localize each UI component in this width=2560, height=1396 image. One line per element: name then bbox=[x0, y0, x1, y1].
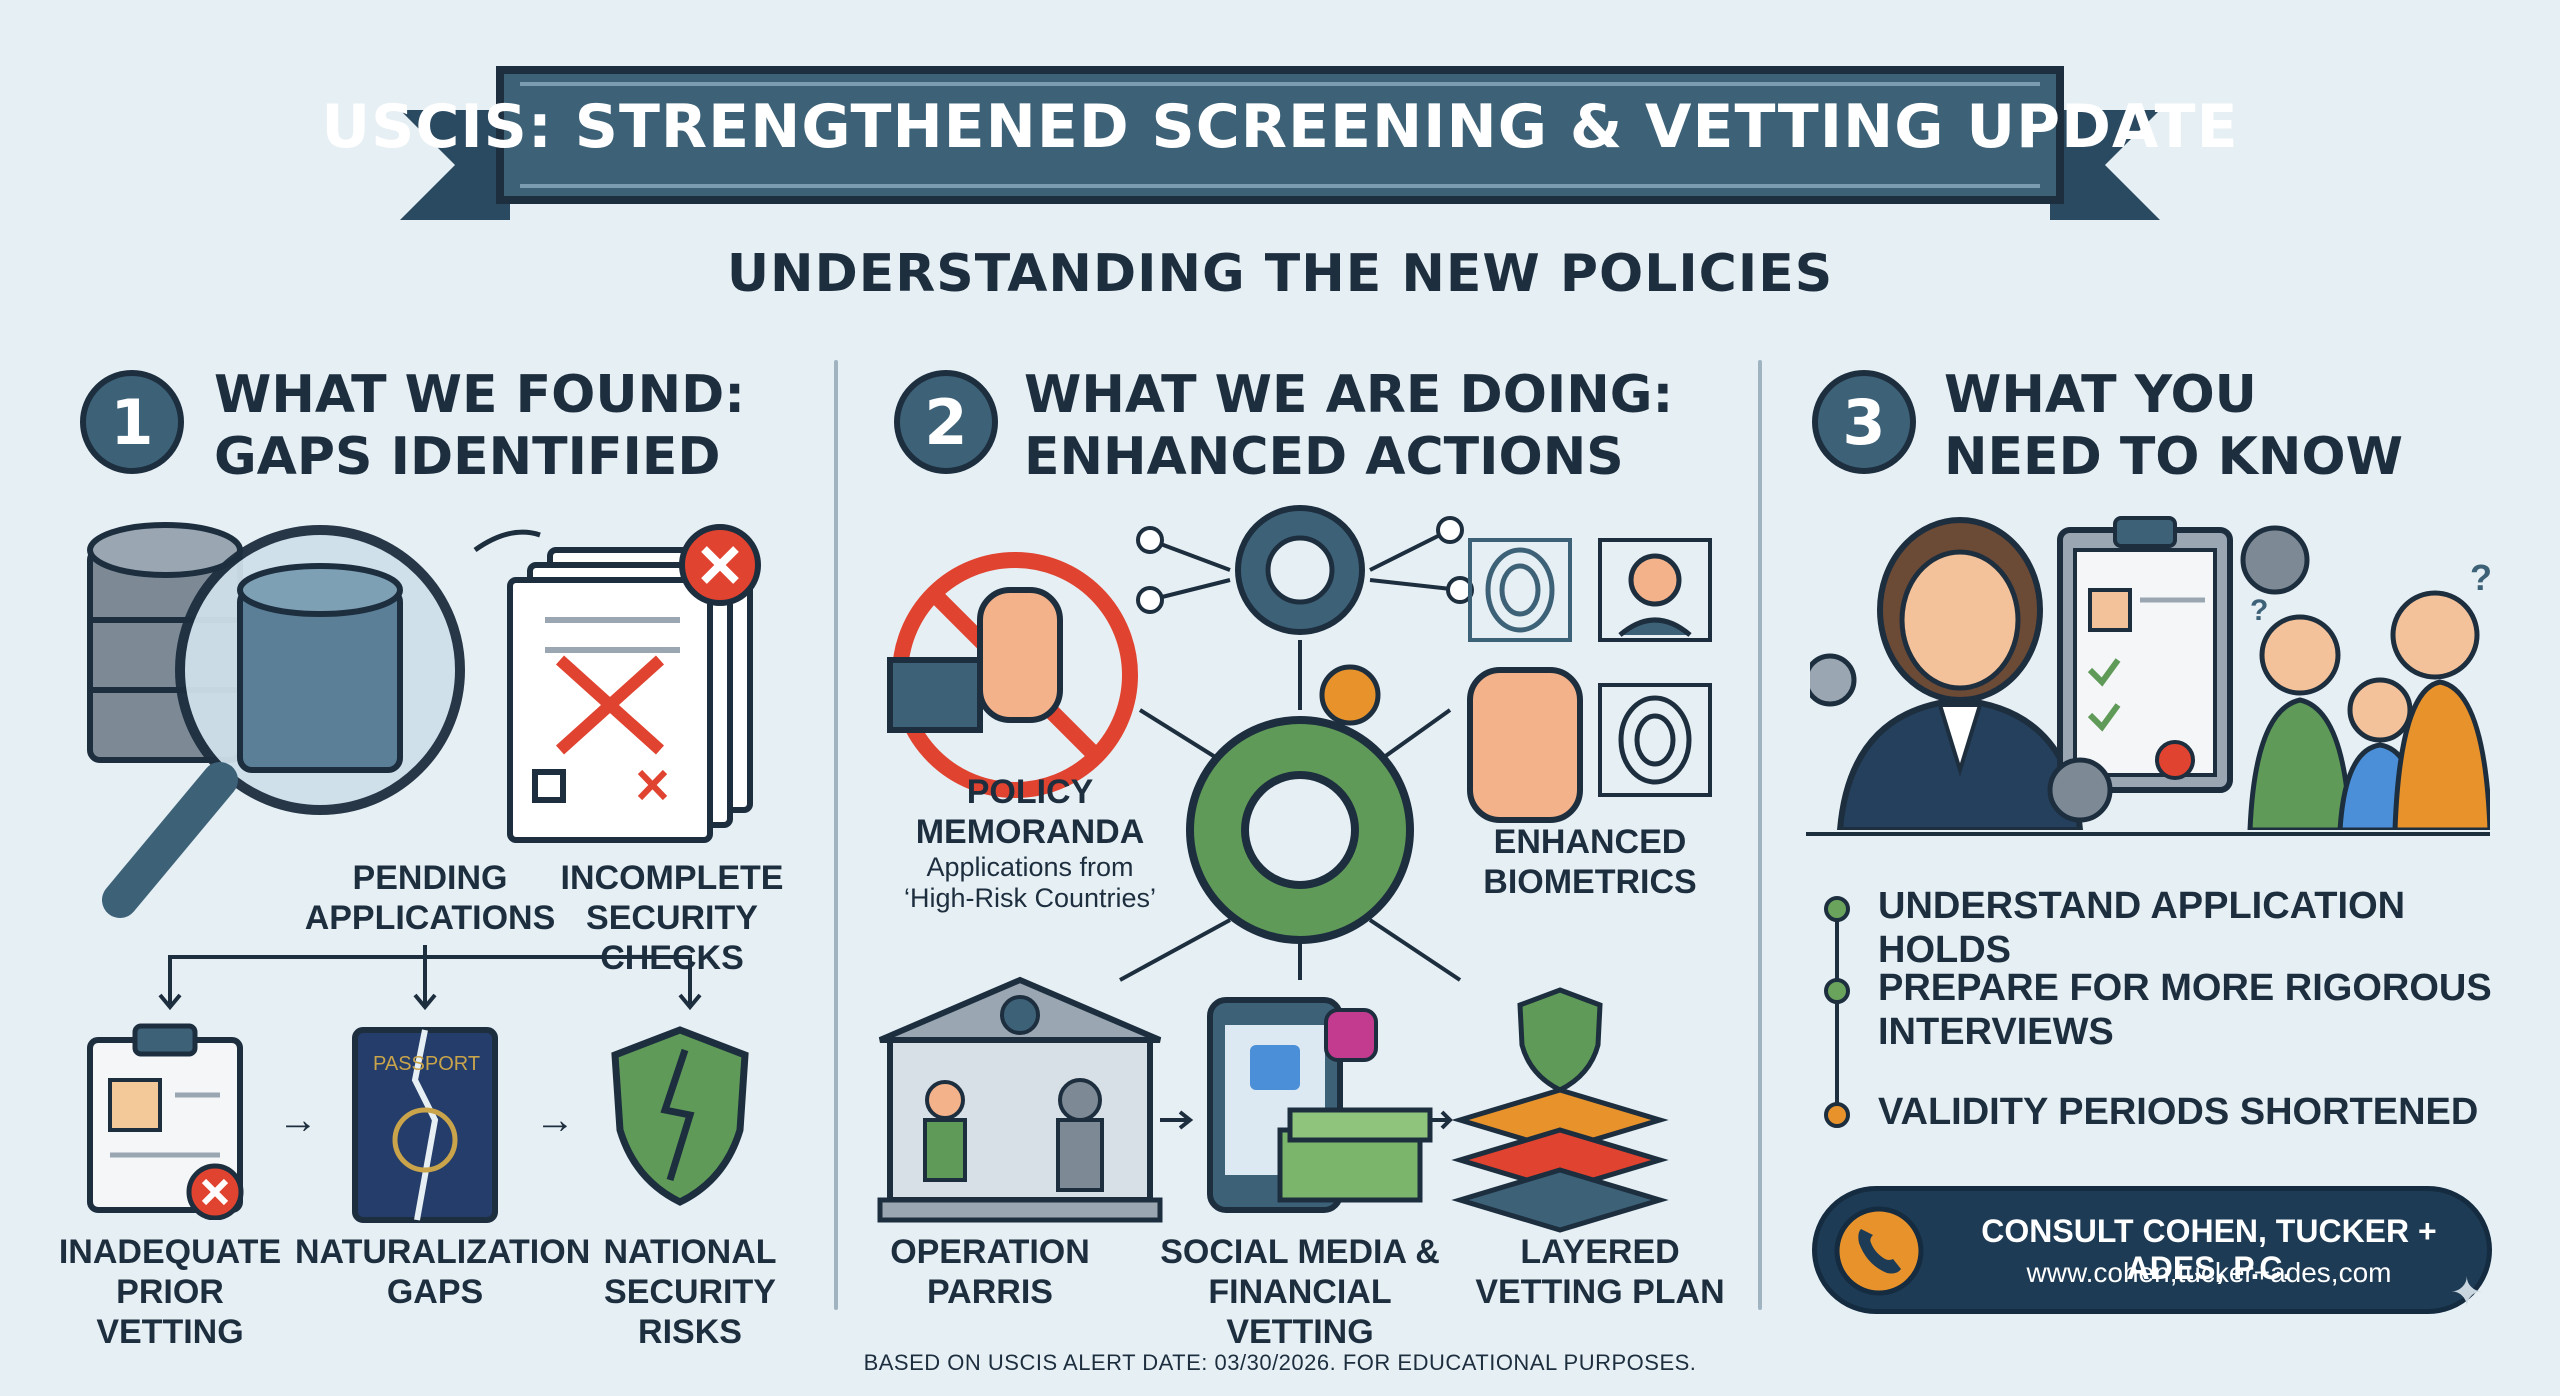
branch-arrows bbox=[158, 945, 702, 1011]
bullet-timeline-line bbox=[1835, 905, 1839, 1125]
section-2-number: 2 bbox=[894, 370, 998, 474]
central-gear-icon bbox=[1186, 716, 1414, 944]
family-icon bbox=[2247, 590, 2490, 830]
gear-icon bbox=[2047, 757, 2113, 823]
advisor-family-illustration: ? ? bbox=[1810, 516, 2490, 830]
face-id-icon bbox=[1598, 538, 1712, 642]
small-gear-icon bbox=[1319, 664, 1381, 726]
question-mark-icon: ? bbox=[2250, 594, 2268, 627]
banner-title: USCIS: STRENGTHENED SCREENING & VETTING … bbox=[321, 92, 2239, 162]
broken-shield-icon bbox=[611, 1026, 749, 1206]
database-magnifier-illustration bbox=[87, 522, 761, 918]
column-divider-2 bbox=[1758, 360, 1762, 1310]
passport-icon: PASSPORT bbox=[352, 1027, 498, 1223]
item-pending-applications: PENDING APPLICATIONS bbox=[304, 859, 556, 937]
item-enhanced-biometrics: ENHANCED BIOMETRICS bbox=[1483, 823, 1697, 901]
bullet-dot-green bbox=[1824, 896, 1850, 922]
network-gear-icon bbox=[1136, 505, 1474, 635]
instagram-icon bbox=[1324, 1008, 1378, 1062]
fingerprint-icon bbox=[1598, 683, 1712, 797]
item-social-media-financial-vetting: SOCIAL MEDIA & FINANCIAL VETTING bbox=[1160, 1233, 1440, 1351]
svg-text:PASSPORT: PASSPORT bbox=[373, 1053, 480, 1075]
item-operation-parris: OPERATION PARRIS bbox=[890, 1233, 1090, 1311]
connector-arrows bbox=[1119, 640, 1462, 982]
fingerprint-icon bbox=[1468, 538, 1572, 642]
government-building-icon bbox=[877, 976, 1163, 1223]
banner-subtitle: UNDERSTANDING THE NEW POLICIES bbox=[726, 244, 1834, 304]
item-policy-memoranda: POLICY MEMORANDA Applications from ‘High… bbox=[903, 773, 1157, 913]
item-inadequate-prior-vetting: INADEQUATE PRIOR VETTING bbox=[58, 1233, 282, 1351]
item-incomplete-security-checks: INCOMPLETE SECURITY CHECKS bbox=[560, 859, 784, 977]
bullet-application-holds: UNDERSTAND APPLICATION HOLDS bbox=[1824, 884, 2504, 972]
consult-banner[interactable]: CONSULT COHEN, TUCKER + ADES, P.C. www.c… bbox=[1812, 1186, 2492, 1314]
documents-icon bbox=[507, 547, 753, 843]
column-divider-1 bbox=[834, 360, 838, 1310]
item-national-security-risks: NATIONAL SECURITY RISKS bbox=[603, 1233, 777, 1351]
gear-icon bbox=[2240, 525, 2310, 595]
section-1-number: 1 bbox=[80, 370, 184, 474]
hand-scan-icon bbox=[1467, 667, 1583, 823]
illustration-baseline bbox=[1806, 832, 2490, 836]
section-3-heading: WHAT YOU NEED TO KNOW bbox=[1944, 365, 2403, 487]
clipboard-checklist-icon bbox=[2057, 516, 2233, 793]
question-mark-icon: ? bbox=[2470, 557, 2490, 598]
bullet-validity-periods: VALIDITY PERIODS SHORTENED bbox=[1824, 1090, 2504, 1134]
item-naturalization-gaps: NATURALIZATION GAPS bbox=[295, 1233, 591, 1311]
red-x-icon bbox=[679, 524, 761, 606]
bullet-dot-orange bbox=[1824, 1102, 1850, 1128]
clipboard-icon bbox=[87, 1023, 244, 1220]
arrow-right-icon: → bbox=[535, 1098, 575, 1142]
title-banner bbox=[400, 66, 2160, 220]
sparkle-icon: ✦ bbox=[2450, 1271, 2484, 1315]
consult-firm-name: CONSULT COHEN, TUCKER + ADES, P.C. bbox=[1981, 1213, 2437, 1286]
advisor-icon bbox=[1836, 517, 2084, 830]
section-1-heading: WHAT WE FOUND: GAPS IDENTIFIED bbox=[214, 365, 746, 487]
bullet-rigorous-interviews: PREPARE FOR MORE RIGOROUS INTERVIEWS bbox=[1824, 966, 2504, 1054]
magnifier-icon bbox=[102, 525, 465, 918]
bullet-dot-green bbox=[1824, 978, 1850, 1004]
consult-website[interactable]: www.cohen,tucker+ades,com bbox=[2026, 1257, 2392, 1288]
section-2-heading: WHAT WE ARE DOING: ENHANCED ACTIONS bbox=[1024, 365, 1674, 487]
item-layered-vetting-plan: LAYERED VETTING PLAN bbox=[1475, 1233, 1725, 1311]
curved-arrow-icon bbox=[473, 529, 541, 553]
section-3-number: 3 bbox=[1812, 370, 1916, 474]
arrow-right-icon: → bbox=[278, 1098, 318, 1142]
layered-shield-stack-icon bbox=[1451, 987, 1669, 1233]
stop-hand-icon bbox=[887, 552, 1138, 798]
enhanced-actions-diagram bbox=[877, 505, 1712, 1233]
phone-icon bbox=[1834, 1206, 1924, 1296]
gear-icon bbox=[1810, 653, 1857, 707]
cash-stack-icon bbox=[1277, 1107, 1433, 1203]
footer-note: BASED ON USCIS ALERT DATE: 03/30/2026. F… bbox=[863, 1350, 1697, 1375]
